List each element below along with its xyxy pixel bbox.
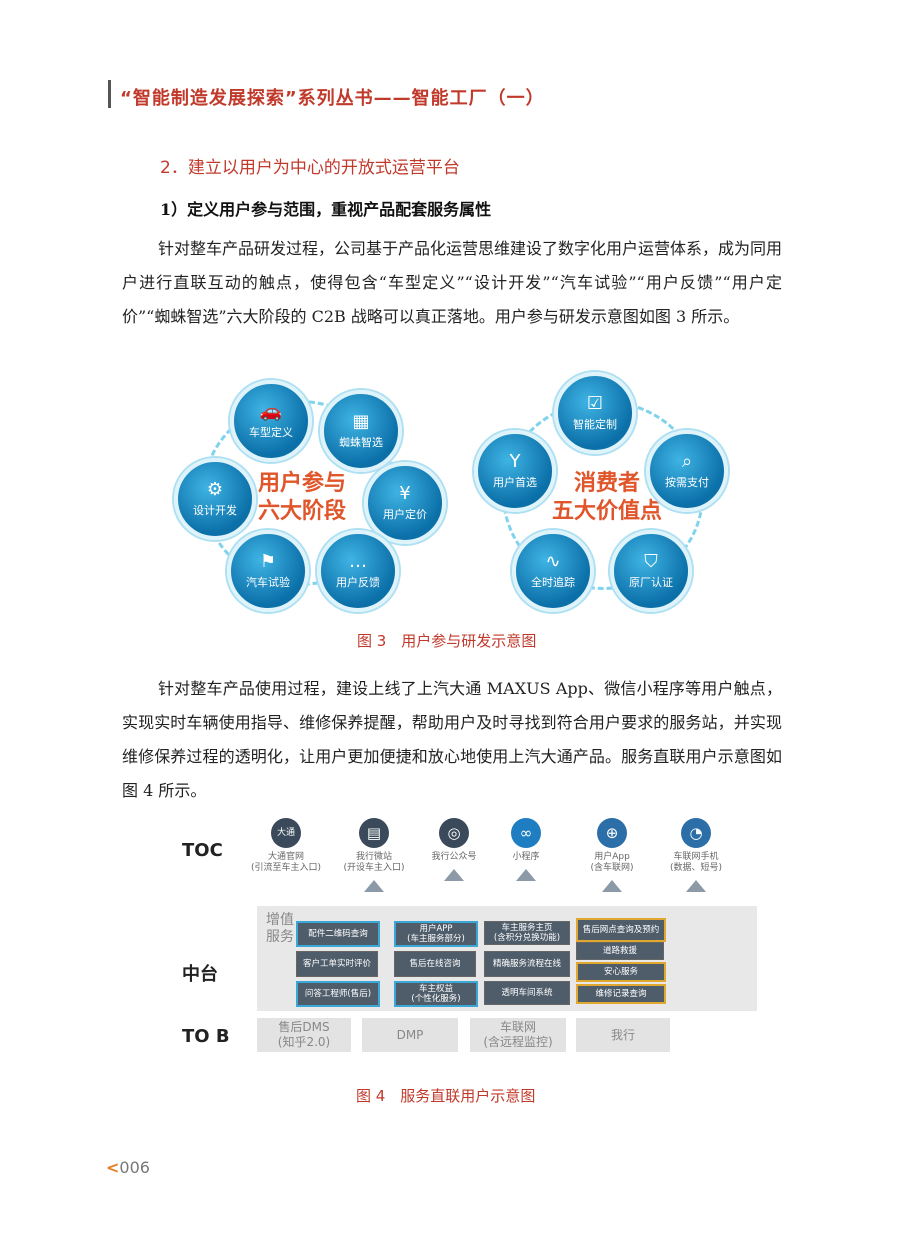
mid-box: 客户工单实时评价: [296, 951, 378, 977]
person-icon: Y: [509, 451, 521, 472]
tob-box-telematics: 车联网 (含远程监控): [470, 1018, 566, 1052]
chevron-up-icon: [444, 869, 464, 881]
toc-item-mini-program: ∞小程序: [484, 818, 568, 881]
figure-4: TOC 中台 TO B 大通大通官网 (引流至车主入口) ▤我行微站 (开设车主…: [172, 810, 770, 1068]
chevron-up-icon: [602, 880, 622, 892]
shield-icon: ⛉: [644, 551, 658, 572]
chevron-up-icon: [516, 869, 536, 881]
mid-box: 用户APP (车主服务部分): [394, 921, 478, 947]
route-icon: ∿: [545, 551, 561, 572]
header-bar: [108, 80, 111, 108]
paragraph-2: 针对整车产品使用过程，建设上线了上汽大通 MAXUS App、微信小程序等用户触…: [122, 679, 782, 800]
search-yen-icon: ⌕: [681, 451, 693, 472]
node-design-dev: ⚙设计开发: [174, 458, 256, 540]
gear-icon: ⚙: [206, 479, 224, 500]
left-center-text: 用户参与六大阶段: [257, 471, 346, 524]
node-smart-custom: ☑智能定制: [554, 372, 636, 454]
chevron-up-icon: [686, 880, 706, 892]
node-car-definition: 🚗车型定义: [230, 380, 312, 462]
node-spider-select: ▦蜘蛛智选: [320, 390, 402, 472]
section-title: 2．建立以用户为中心的开放式运营平台: [160, 158, 460, 178]
node-pay-on-demand: ⌕按需支付: [646, 430, 728, 512]
monitor-icon: ▤: [359, 818, 389, 848]
toc-item-user-app: ⊕用户App (含车联网): [570, 818, 654, 892]
value-added-services-label: 增值服务: [266, 912, 294, 945]
wechat-icon: ◎: [439, 818, 469, 848]
globe-car-icon: ⊕: [597, 818, 627, 848]
mid-box: 道路救援: [576, 942, 664, 960]
figure-3-caption: 图 3 用户参与研发示意图: [357, 632, 537, 650]
mid-box: 车主权益 (个性化服务): [394, 981, 478, 1007]
mid-box: 问答工程师(售后): [296, 981, 380, 1007]
tob-box-dmp: DMP: [362, 1018, 458, 1052]
figure-3: 用户参与六大阶段 消费者五大价值点 🚗车型定义 ▦蜘蛛智选 ¥用户定价 …用户反…: [172, 370, 770, 612]
brand-logo-icon: 大通: [271, 818, 301, 848]
page-number: <006: [106, 1158, 150, 1177]
mid-box: 安心服务: [576, 962, 666, 982]
check-icon: ☑: [586, 393, 604, 414]
mid-box: 透明车间系统: [484, 981, 570, 1005]
flag-icon: ⚑: [259, 551, 277, 572]
right-center-text: 消费者五大价值点: [551, 471, 662, 524]
paragraph-1: 针对整车产品研发过程，公司基于产品化运营思维建设了数字化用户运营体系，成为同用户…: [122, 239, 783, 326]
toc-item-microsite: ▤我行微站 (开设车主入口): [332, 818, 416, 892]
running-header: “智能制造发展探索”系列丛书——智能工厂（一）: [120, 88, 545, 109]
chat-icon: …: [349, 551, 367, 572]
row-label-toc: TOC: [182, 840, 223, 861]
chevron-up-icon: [364, 880, 384, 892]
row-label-mid: 中台: [182, 964, 218, 985]
mid-box: 配件二维码查询: [296, 921, 380, 947]
toc-item-official-account: ◎我行公众号: [412, 818, 496, 881]
node-user-feedback: …用户反馈: [317, 530, 399, 612]
gauge-icon: ◔: [681, 818, 711, 848]
subsection-title: 1）定义用户参与范围，重视产品配套服务属性: [160, 200, 492, 219]
node-user-pricing: ¥用户定价: [364, 462, 446, 544]
cube-icon: ▦: [352, 411, 370, 432]
node-vehicle-test: ⚑汽车试验: [227, 530, 309, 612]
mid-box: 精确服务流程在线: [484, 951, 570, 977]
toc-item-website: 大通大通官网 (引流至车主入口): [244, 818, 328, 892]
row-label-tob: TO B: [182, 1026, 230, 1047]
money-bag-icon: ¥: [399, 483, 411, 504]
mid-box: 车主服务主页 (含积分兑换功能): [484, 921, 570, 945]
tob-box-woxing: 我行: [576, 1018, 670, 1052]
mid-box: 维修记录查询: [576, 984, 666, 1004]
node-full-tracking: ∿全时追踪: [512, 530, 594, 612]
figure-4-caption: 图 4 服务直联用户示意图: [356, 1087, 536, 1105]
mid-box: 售后网点查询及预约: [576, 918, 666, 942]
car-icon: 🚗: [259, 401, 283, 422]
mid-box: 售后在线咨询: [394, 951, 476, 977]
tob-box-dms: 售后DMS (知乎2.0): [257, 1018, 351, 1052]
toc-item-telematics: ◔车联网手机 (数据、短号): [654, 818, 738, 892]
mini-program-icon: ∞: [511, 818, 541, 848]
node-oem-certified: ⛉原厂认证: [610, 530, 692, 612]
